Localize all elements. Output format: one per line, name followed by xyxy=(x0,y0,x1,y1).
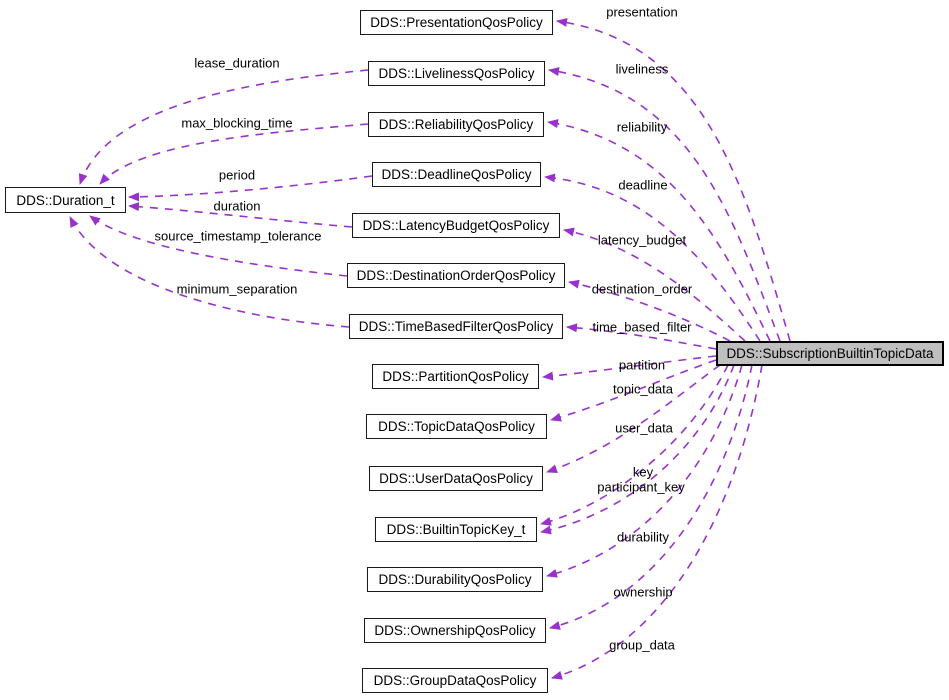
class-box-liveliness-qos[interactable]: DDS::LivelinessQosPolicy xyxy=(368,61,545,86)
edge-label-source_timestamp_tolerance: source_timestamp_tolerance xyxy=(154,228,322,244)
edge-source_timestamp_tolerance xyxy=(89,215,348,277)
edge-latency_budget xyxy=(563,227,746,342)
class-box-presentation-qos[interactable]: DDS::PresentationQosPolicy xyxy=(360,10,553,35)
edge-presentation xyxy=(556,17,791,342)
edge-label-user_data: user_data xyxy=(615,420,673,436)
class-box-deadline-qos[interactable]: DDS::DeadlineQosPolicy xyxy=(372,162,541,187)
class-box-duration-t[interactable]: DDS::Duration_t xyxy=(5,187,126,213)
class-box-latency-budget-qos[interactable]: DDS::LatencyBudgetQosPolicy xyxy=(352,213,560,238)
edge-label-reliability: reliability xyxy=(616,119,668,135)
edge-label-partition: partition xyxy=(618,357,666,373)
edge-label-topic_data: topic_data xyxy=(613,381,673,397)
class-box-ownership-qos[interactable]: DDS::OwnershipQosPolicy xyxy=(364,618,546,643)
edge-label-deadline: deadline xyxy=(618,177,668,193)
edge-minimum_separation xyxy=(69,216,350,328)
edge-label-participant_key: participant_key xyxy=(597,479,685,495)
class-box-destination-order-qos[interactable]: DDS::DestinationOrderQosPolicy xyxy=(347,263,565,288)
edge-time_based_filter xyxy=(566,323,717,350)
edge-label-minimum_separation: minimum_separation xyxy=(176,281,298,297)
edge-label-liveliness: liveliness xyxy=(615,61,669,77)
edge-max_blocking_time xyxy=(99,123,369,185)
class-box-time-based-filter-qos[interactable]: DDS::TimeBasedFilterQosPolicy xyxy=(349,314,563,339)
edge-label-durability: durability xyxy=(616,529,670,545)
edge-destination_order xyxy=(568,279,731,342)
edge-label-ownership: ownership xyxy=(613,584,673,600)
edge-group_data xyxy=(551,364,763,680)
class-box-builtin-topic-key[interactable]: DDS::BuiltinTopicKey_t xyxy=(375,517,537,542)
edge-deadline xyxy=(544,173,761,342)
edge-label-destination_order: destination_order xyxy=(591,281,693,297)
edge-participant_key xyxy=(540,364,735,535)
edge-partition xyxy=(542,355,717,381)
edge-label-time_based_filter: time_based_filter xyxy=(592,319,692,335)
class-box-topic-data-qos[interactable]: DDS::TopicDataQosPolicy xyxy=(366,414,547,439)
edge-period xyxy=(128,175,373,202)
class-box-partition-qos[interactable]: DDS::PartitionQosPolicy xyxy=(372,364,539,389)
class-box-reliability-qos[interactable]: DDS::ReliabilityQosPolicy xyxy=(368,112,544,137)
edge-label-lease_duration: lease_duration xyxy=(194,55,280,71)
edge-label-duration: duration xyxy=(213,198,261,214)
edge-reliability xyxy=(547,119,771,342)
edge-label-key: key xyxy=(632,464,654,480)
edge-ownership xyxy=(549,364,753,630)
edge-label-period: period xyxy=(218,167,256,183)
class-box-durability-qos[interactable]: DDS::DurabilityQosPolicy xyxy=(367,567,543,592)
class-box-user-data-qos[interactable]: DDS::UserDataQosPolicy xyxy=(369,466,543,491)
edge-label-presentation: presentation xyxy=(606,4,678,20)
edge-label-max_blocking_time: max_blocking_time xyxy=(181,115,293,131)
edge-lease_duration xyxy=(78,69,369,185)
edge-label-group_data: group_data xyxy=(609,637,675,653)
edge-topic_data xyxy=(550,359,717,422)
edge-duration xyxy=(128,202,353,228)
edge-user_data xyxy=(546,364,721,474)
edge-liveliness xyxy=(548,67,781,342)
edge-key xyxy=(540,364,729,526)
edge-label-latency_budget: latency_budget xyxy=(597,232,687,248)
edge-durability xyxy=(546,364,743,578)
class-box-subscription-builtin-topic-data: DDS::SubscriptionBuiltinTopicData xyxy=(716,341,944,366)
class-box-group-data-qos[interactable]: DDS::GroupDataQosPolicy xyxy=(362,668,548,693)
